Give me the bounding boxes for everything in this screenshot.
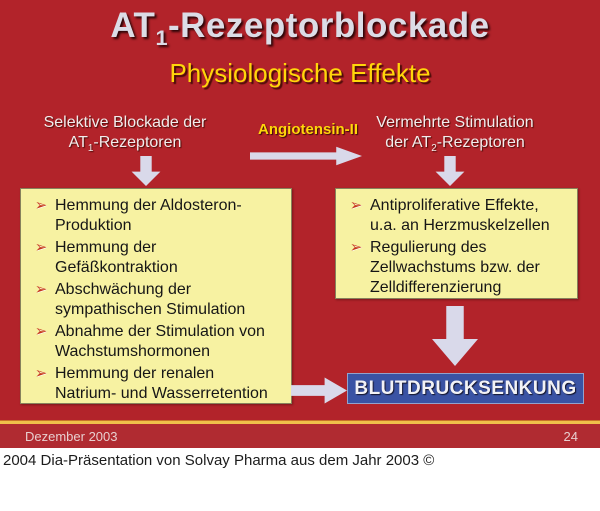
right-effects-box: ➢ Antiproliferative Effekte, u.a. an Herz… [335,188,578,299]
effect-text: Regulierung des Zellwachstums bzw. der Z… [370,239,540,296]
image-caption: 2004 Dia-Präsentation von Solvay Pharma … [3,452,435,469]
list-item: ➢ Regulierung des Zellwachstums bzw. der … [342,238,573,298]
slide-subtitle: Physiologische Effekte [169,58,431,88]
arrow-bullet-icon: ➢ [349,197,363,214]
left-header-line1: Selektive Blockade der [43,114,207,131]
angiotensin-label: Angiotensin-II [258,121,358,138]
list-item: ➢ Hemmung der Aldosteron- Produktion [27,196,287,236]
left-header-subscript: 1 [87,143,94,155]
footer-page-number: 24 [563,428,578,444]
title-suffix: -Rezeptorblockade [168,6,490,45]
blood-pressure-result-box: BLUTDRUCKSENKUNG [347,373,584,404]
footer-bar: Dezember 2003 24 [0,424,600,448]
arrow-bullet-icon: ➢ [34,323,48,340]
list-item: ➢ Hemmung der Gefäßkontraktion [27,238,287,278]
footer-date: Dezember 2003 [25,428,118,444]
footer-divider-line [0,420,600,424]
list-item: ➢ Hemmung der renalen Natrium- und Wasser… [27,364,287,404]
arrow-bullet-icon: ➢ [34,239,48,256]
list-item: ➢ Antiproliferative Effekte, u.a. an Herz… [342,196,573,236]
right-header-line2-suffix: -Rezeptoren [436,134,525,151]
right-column-header: Vermehrte Stimulation der AT2-Rezeptoren [335,113,575,159]
left-down-arrow-icon [131,156,161,186]
right-down-arrow-icon [435,156,465,186]
big-down-arrow-icon [432,306,478,366]
arrow-bullet-icon: ➢ [34,197,48,214]
presentation-slide: AT1-Rezeptorblockade Physiologische Effe… [0,0,600,448]
result-label: BLUTDRUCKSENKUNG [354,377,577,399]
effect-text: Hemmung der Gefäßkontraktion [55,239,178,276]
slide-title: AT1-Rezeptorblockade [0,6,600,51]
list-item: ➢ Abnahme der Stimulation von Wachstumsho… [27,322,287,362]
list-item: ➢ Abschwächung der sympathischen Stimulat… [27,280,287,320]
title-prefix: AT [110,6,156,45]
effect-text: Antiproliferative Effekte, u.a. an Herzm… [370,197,550,234]
arrow-bullet-icon: ➢ [34,365,48,382]
title-subscript: 1 [155,25,168,50]
effect-text: Hemmung der renalen Natrium- und Wasserr… [55,365,268,402]
effect-text: Abschwächung der sympathischen Stimulati… [55,281,246,318]
effect-text: Abnahme der Stimulation von Wachstumshor… [55,323,265,360]
arrow-bullet-icon: ➢ [349,239,363,256]
left-header-line2-prefix: AT [68,134,88,151]
left-effects-box: ➢ Hemmung der Aldosteron- Produktion ➢ Hem… [20,188,292,404]
right-header-line2-prefix: der AT [385,134,432,151]
effect-text: Hemmung der Aldosteron- Produktion [55,197,242,234]
right-header-subscript: 2 [431,143,437,155]
left-header-line2-suffix: -Rezeptoren [93,134,182,151]
result-right-arrow-icon [291,377,347,404]
right-header-line1: Vermehrte Stimulation [376,114,534,131]
arrow-bullet-icon: ➢ [34,281,48,298]
